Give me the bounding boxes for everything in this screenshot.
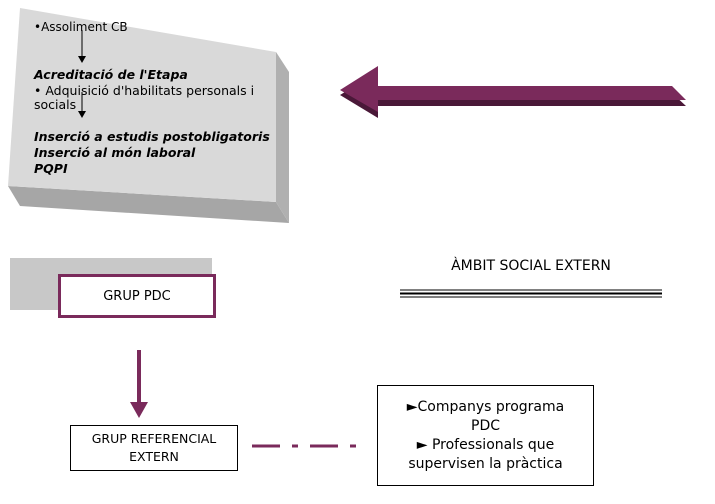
ambit-social-extern-label: ÀMBIT SOCIAL EXTERN <box>451 258 611 274</box>
down-arrow-head <box>130 402 148 418</box>
top-box-side <box>8 186 289 223</box>
grup-pdc-box: GRUP PDC <box>58 274 216 318</box>
top-box-line-7: PQPI <box>34 161 68 176</box>
big-arrow <box>340 66 686 112</box>
top-box-line-6: Inserció al món laboral <box>34 145 196 160</box>
grup-referencial-line-1: GRUP REFERENCIAL <box>91 431 217 446</box>
grup-pdc-label: GRUP PDC <box>103 288 171 304</box>
top-box-line-1: •Assoliment CB <box>34 20 128 34</box>
companys-line-4: supervisen la pràctica <box>408 455 563 472</box>
companys-box: ►Companys programa PDC ► Professionals q… <box>377 385 594 486</box>
top-box-line-5: Inserció a estudis postobligatoris <box>34 129 270 144</box>
grup-referencial-line-2: EXTERN <box>129 449 179 464</box>
top-box-line-3: • Adquisició d'habilitats personals i <box>34 83 255 98</box>
top-box-line-4: socials <box>34 97 77 112</box>
companys-line-2: PDC <box>471 417 500 434</box>
companys-line-1: ►Companys programa <box>406 398 565 415</box>
top-box-right <box>276 52 289 223</box>
grup-referencial-box: GRUP REFERENCIAL EXTERN <box>70 425 238 471</box>
companys-line-3: ► Professionals que <box>416 436 555 453</box>
top-box-line-2: Acreditació de l'Etapa <box>34 67 188 82</box>
top-box-face <box>8 8 276 202</box>
